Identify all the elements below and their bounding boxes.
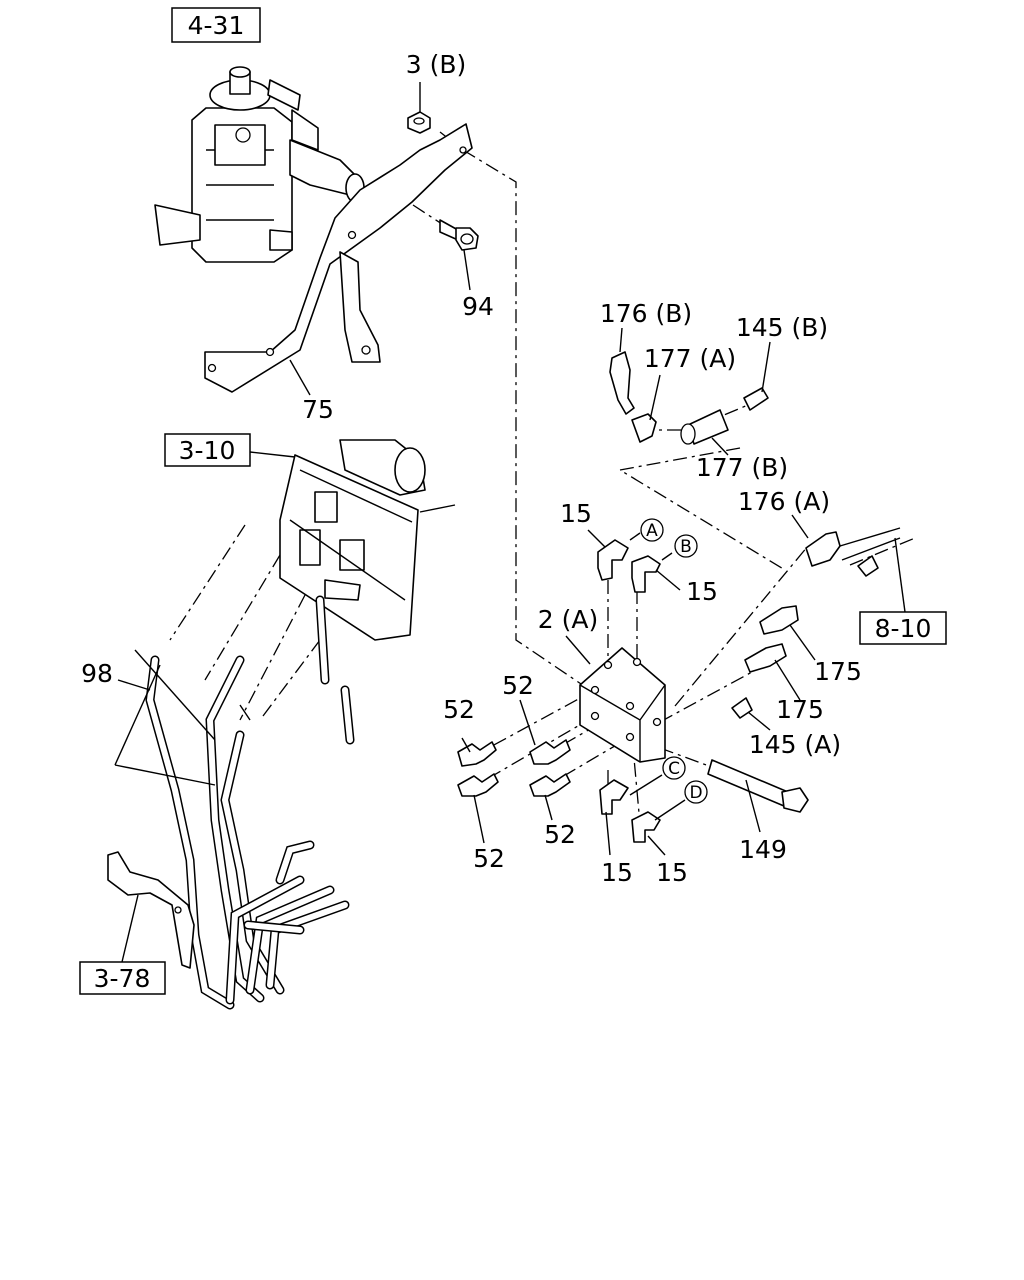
junction-block	[579, 647, 666, 763]
label-15-top-a: 15	[560, 499, 592, 528]
label-15-bot-d: 15	[656, 858, 688, 887]
marker-b: B	[674, 534, 698, 558]
label-145b: 145 (B)	[736, 313, 828, 342]
bolt-94	[439, 219, 479, 251]
nut-3b	[407, 111, 431, 134]
marker-a: A	[640, 518, 664, 542]
ref-box-3-10[interactable]: 3-10	[164, 433, 251, 467]
label-176b: 176 (B)	[600, 299, 692, 328]
pipe-bundle-98	[114, 649, 350, 1010]
label-175-2: 175	[776, 695, 824, 724]
marker-d: D	[684, 780, 708, 804]
label-15-top-b: 15	[686, 577, 718, 606]
ref-box-3-10-label: 3-10	[179, 436, 236, 465]
label-145a: 145 (A)	[749, 730, 841, 759]
ref-box-4-31[interactable]: 4-31	[171, 7, 261, 43]
svg-text:C: C	[668, 759, 680, 779]
marker-c: C	[662, 756, 686, 780]
part-labels: 3 (B) 94 75 176 (B) 177 (A) 145 (B) 177 …	[81, 50, 862, 887]
ref-box-3-78-label: 3-78	[94, 964, 151, 993]
label-52-d: 52	[544, 820, 576, 849]
label-3b: 3 (B)	[406, 50, 467, 79]
label-52-a: 52	[443, 695, 475, 724]
ref-box-4-31-label: 4-31	[188, 11, 245, 40]
label-52-b: 52	[502, 671, 534, 700]
label-52-c: 52	[473, 844, 505, 873]
label-176a: 176 (A)	[738, 487, 830, 516]
ref-box-8-10-label: 8-10	[875, 614, 932, 643]
bracket-75	[204, 123, 473, 393]
label-94: 94	[462, 292, 494, 321]
ref-box-3-78[interactable]: 3-78	[79, 961, 166, 995]
label-2a: 2 (A)	[538, 605, 598, 634]
label-175-1: 175	[814, 657, 862, 686]
svg-text:A: A	[646, 521, 658, 541]
label-177a: 177 (A)	[644, 344, 736, 373]
clip-bracket	[107, 851, 195, 969]
label-75: 75	[302, 395, 334, 424]
ref-box-8-10[interactable]: 8-10	[859, 611, 947, 645]
label-149: 149	[739, 835, 787, 864]
leader-lines	[117, 82, 906, 963]
switches	[609, 351, 901, 813]
relay-valve-assembly	[279, 439, 456, 745]
elbows-15	[597, 539, 661, 843]
svg-text:B: B	[680, 537, 692, 557]
label-98: 98	[81, 659, 113, 688]
label-177b: 177 (B)	[696, 453, 788, 482]
svg-text:D: D	[689, 783, 702, 803]
fittings-52	[457, 739, 571, 797]
label-15-bot-c: 15	[601, 858, 633, 887]
